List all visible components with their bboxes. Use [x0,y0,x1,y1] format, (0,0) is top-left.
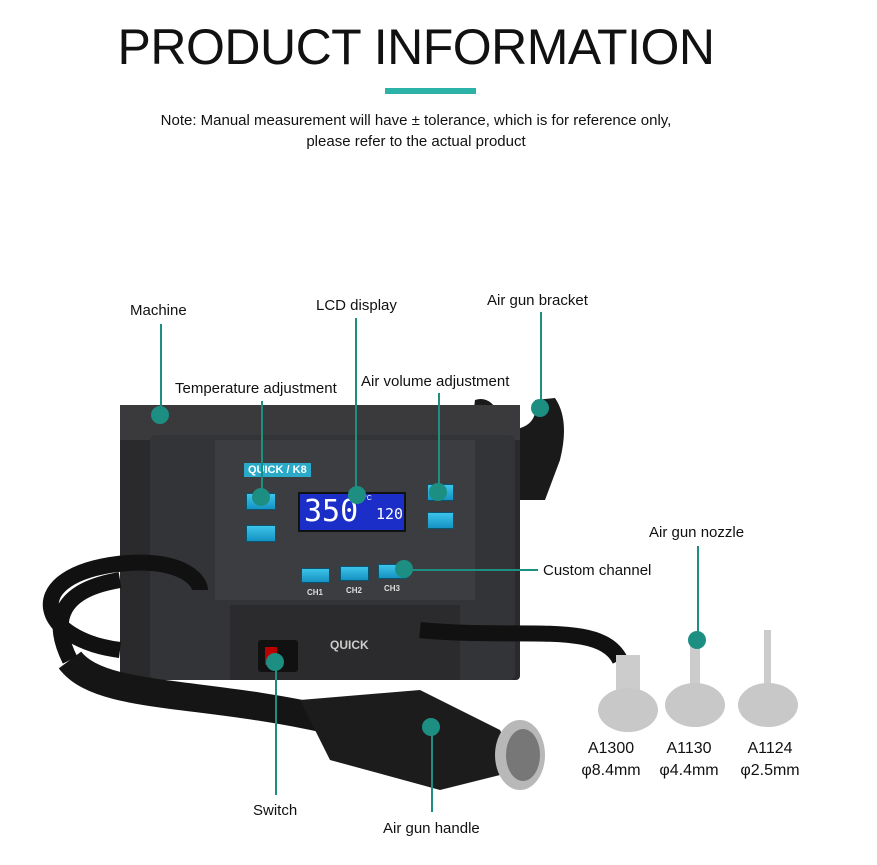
temp-down-button[interactable] [246,525,276,542]
ch1-label: CH1 [307,588,324,597]
label-temp: Temperature adjustment [175,380,337,397]
label-machine: Machine [130,302,187,319]
front-logo: QUICK [330,638,369,652]
lcd-temp-unit: °C [364,495,372,502]
model-text: K8 [292,464,307,476]
ch2-label: CH2 [346,586,363,595]
nozzle-size: φ2.5mm [740,762,800,779]
brand-badge: QUICK / K8 [244,463,311,477]
page-title: PRODUCT INFORMATION [117,19,715,75]
air-gun-handle [300,690,520,790]
nozzle-size: φ4.4mm [659,762,719,779]
ch2-button[interactable] [340,566,369,581]
nozzle-model: A1130 [666,740,712,757]
callout-dot [266,653,284,671]
label-handle: Air gun handle [383,820,480,837]
callout-dot [151,406,169,424]
callout-dot [395,560,413,578]
note-line-1: Note: Manual measurement will have ± tol… [160,112,672,129]
nozzle-a1300 [598,655,658,732]
callout-dot [531,399,549,417]
label-bracket: Air gun bracket [487,292,588,309]
hose [42,554,208,658]
title-underline [385,88,476,94]
label-lcd: LCD display [316,297,397,314]
lcd-air: 120 [376,505,404,523]
label-channel: Custom channel [543,562,652,579]
callout-dot [422,718,440,736]
callout-dot [252,488,270,506]
nozzle-model: A1124 [747,740,793,757]
gun-cable [58,650,334,734]
label-nozzle: Air gun nozzle [649,524,745,541]
nozzle-size: φ8.4mm [581,762,641,779]
callout-dot [688,631,706,649]
label-air: Air volume adjustment [361,373,510,390]
air-down-button[interactable] [427,512,454,529]
label-switch: Switch [253,802,298,819]
nozzle-a1130 [665,635,725,727]
ch1-button[interactable] [301,568,330,583]
nozzle-a1124 [738,630,798,727]
brand-text: QUICK [248,464,284,476]
nozzle-model: A1300 [587,740,635,757]
callout-dot [348,486,366,504]
ch3-label: CH3 [384,584,401,593]
note-line-2: please refer to the actual product [306,133,526,150]
callout-dot [429,483,447,501]
